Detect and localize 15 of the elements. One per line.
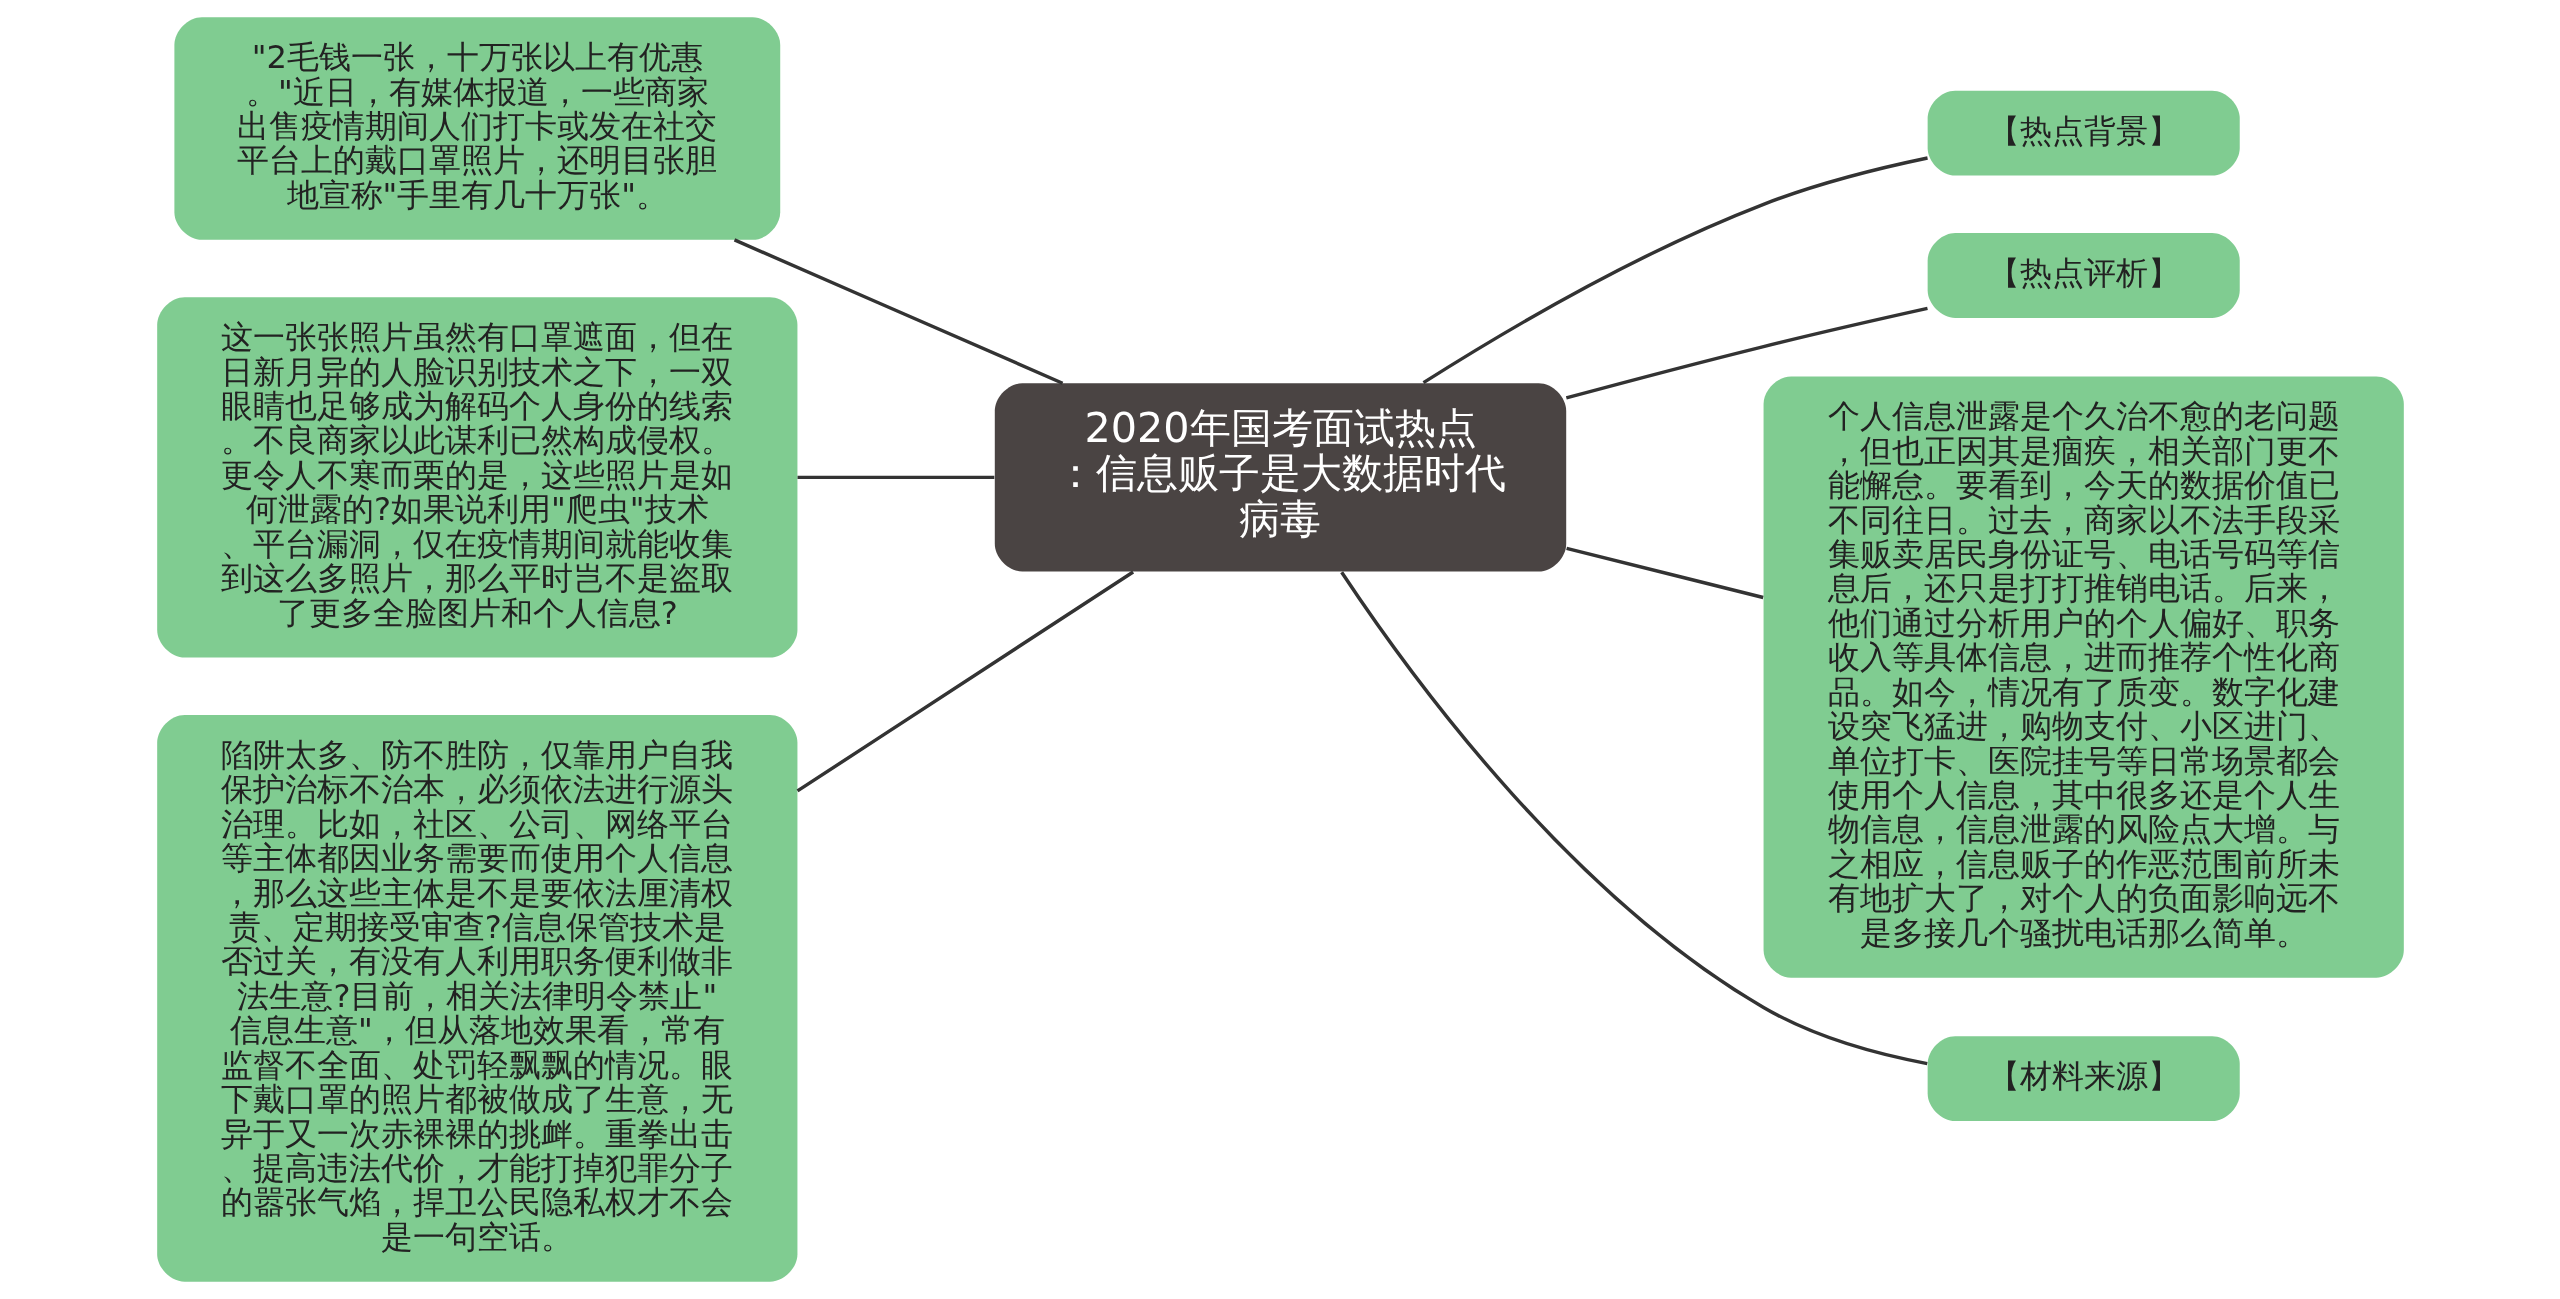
connector [733, 238, 1063, 385]
node-box: 陷阱太多、防不胜防，仅靠用户自我保护治标不治本，必须依法进行源头治理。比如，社区、公司、网络平台等主体都因业务需要而使用个人信息，那么这些主体是不是要依法厘清权责、定期接受审查?信息保管技术是否过关，有没有人利用职务便利做非法生意?目前，相关法律明令禁止"信息生意"，但从落地效果看，常有监督不全面、处罚轻飘飘的情况。眼下戴口罩的照片都被做成了生意，无异于又一次赤裸裸的挑衅。重拳出击、提高违法代价，才能打掉犯罪分子的嚣张气焰，捍卫公民隐私权才不会是一句空话。 [156, 714, 797, 1282]
connector [1565, 306, 1928, 400]
node-box: 【热点评析】 [1927, 233, 2240, 318]
node-box: 个人信息泄露是个久治不愈的老问题，但也正因其是痼疾，相关部门更不能懈怠。要看到，今天的数据价值已不同往日。过去，商家以不法手段采集贩卖居民身份证号、电话号码等信息后，还只是打打推销电话。后来，他们通过分析用户的个人偏好、职务收入等具体信息，进而推荐个性化商品。如今，情况有了质变。数字化建设突飞猛进，购物支付、小区进门、单位打卡、医院挂号等日常场景都会使用个人信息，其中很多还是个人生物信息，信息泄露的风险点大增。与之相应，信息贩子的作恶范围前所未有地扩大了，对个人的负面影响远不是多接几个骚扰电话那么简单。 [1763, 376, 2404, 978]
node-box: 这一张张照片虽然有口罩遮面，但在日新月异的人脸识别技术之下，一双眼睛也足够成为解码个人身份的线索。不良商家以此谋利已然构成侵权。更令人不寒而栗的是，这些照片是如何泄露的?如果说利用"爬虫"技术、平台漏洞，仅在疫情期间就能收集到这么多照片，那么平时岂不是盗取了更多全脸图片和个人信息? [156, 297, 797, 658]
connector [1565, 546, 1764, 600]
node-box: 2020年国考面试热点：信息贩子是大数据时代病毒 [994, 383, 1566, 572]
node-box: "2毛钱一张，十万张以上有优惠。"近日，有媒体报道，一些商家出售疫情期间人们打卡或发在社交平台上的戴口罩照片，还明目张胆地宣称"手里有几十万张"。 [173, 17, 780, 240]
connector [1422, 156, 1928, 385]
node-box: 【热点背景】 [1927, 90, 2240, 176]
node-box: 【材料来源】 [1927, 1036, 2240, 1122]
connector [797, 475, 994, 480]
connector [1339, 571, 1928, 1066]
connector [796, 570, 1134, 793]
